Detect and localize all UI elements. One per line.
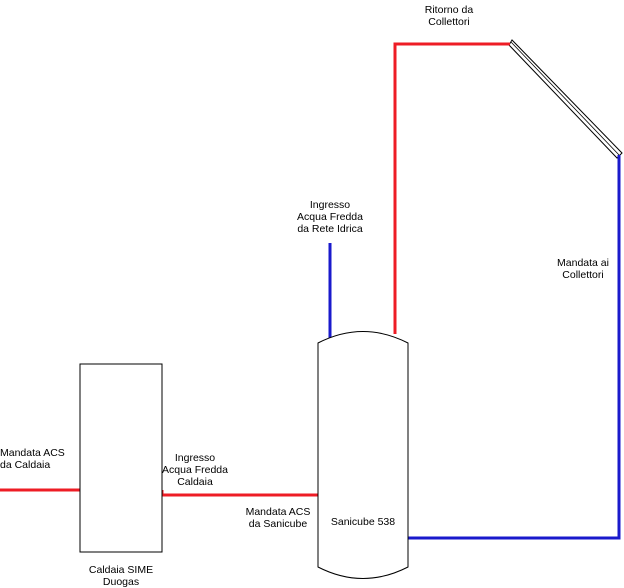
label-cold-inlet-network: Ingresso Acqua Fredda da Rete Idrica	[297, 199, 363, 235]
solar-collector-panel	[508, 39, 623, 159]
label-supply-collectors: Mandata ai Collettori	[557, 257, 609, 281]
supply-to-collectors-pipe	[408, 155, 621, 540]
dhw-sanicube-to-boiler-pipe	[160, 490, 318, 497]
sanicube-tank	[317, 331, 409, 579]
label-boiler: Caldaia SIME Duogas	[88, 564, 154, 588]
return-from-collectors-pipe	[393, 42, 510, 334]
label-dhw-from-boiler: Mandata ACS da Caldaia	[0, 447, 65, 471]
label-sanicube: Sanicube 538	[330, 516, 396, 528]
label-return-collectors: Ritorno da Collettori	[424, 4, 474, 28]
boiler-box	[79, 363, 163, 553]
label-cold-inlet-boiler: Ingresso Acqua Fredda Caldaia	[162, 452, 228, 488]
label-dhw-from-sanicube: Mandata ACS da Sanicube	[245, 506, 311, 530]
